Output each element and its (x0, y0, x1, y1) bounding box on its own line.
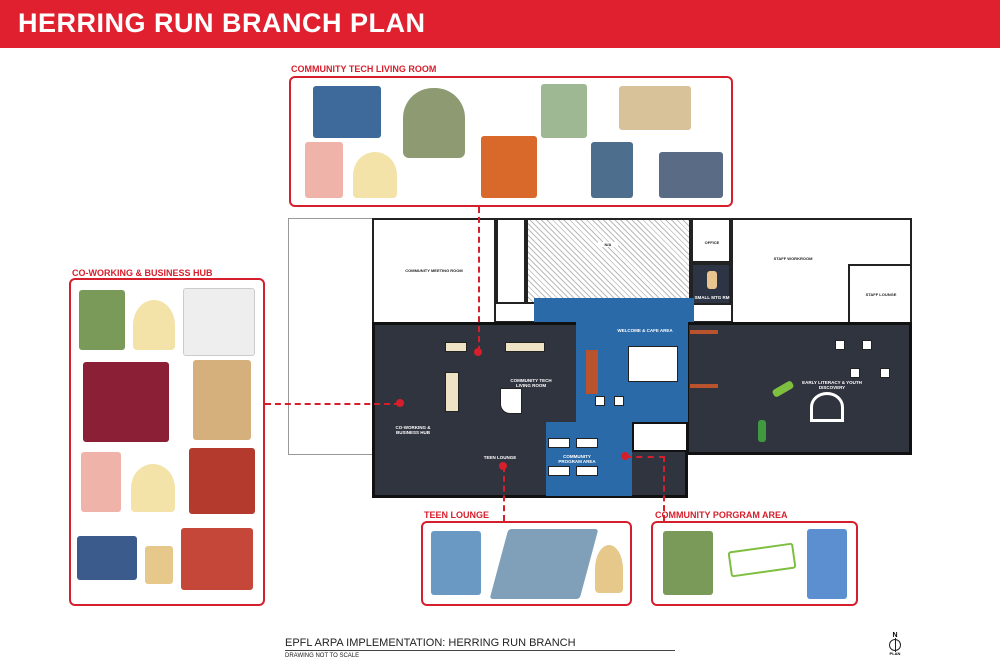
header-bar: HERRING RUN BRANCH PLAN (0, 0, 1000, 48)
cafe-table-image (131, 464, 175, 512)
zone-label-tech: COMMUNITY TECH LIVING ROOM (291, 64, 437, 74)
cowork-furniture-board (69, 278, 265, 606)
desk (445, 372, 459, 412)
teen-furniture-board (421, 521, 632, 606)
connector-dot (621, 452, 629, 460)
north-label: N (892, 632, 898, 639)
zone-label-program: COMMUNITY PORGRAM AREA (655, 510, 788, 520)
blue-chair-image (431, 531, 481, 595)
cafe-table (614, 396, 624, 406)
kids-table (850, 368, 860, 378)
green-chair-image (79, 290, 125, 350)
meeting-table (707, 271, 717, 289)
zone-label-cowork: CO-WORKING & BUSINESS HUB (72, 268, 213, 278)
north-circle (889, 638, 901, 652)
flip-table-image (727, 542, 797, 578)
tech-furniture-board (289, 76, 733, 207)
modular-bench-image (489, 529, 599, 599)
entry-vestibule (632, 422, 688, 452)
whiteboard-cart-image (183, 288, 255, 356)
program-table (548, 466, 570, 476)
label-teen-room: TEEN LOUNGE (483, 455, 517, 460)
entry-corridor (534, 298, 694, 324)
label-welcome: WELCOME & CAFE AREA (617, 328, 673, 333)
green-chair-image (663, 531, 713, 595)
cafe-table-image (133, 300, 175, 350)
program-furniture-board (651, 521, 858, 606)
accent-stripe (690, 330, 718, 334)
room-office: OFFICE (691, 218, 731, 263)
kids-table (835, 340, 845, 350)
curved-sofa (500, 388, 522, 414)
side-table-image (145, 546, 173, 584)
footer-rule (285, 650, 675, 651)
pink-chair-image (305, 142, 343, 198)
room-meeting: COMMUNITY MEETING ROOM (372, 218, 496, 324)
work-pod-image (193, 360, 251, 440)
connector-program (625, 456, 665, 521)
accent-stripe (690, 384, 718, 388)
lounge-pod-image (313, 86, 381, 138)
page-title: HERRING RUN BRANCH PLAN (18, 8, 426, 38)
standing-desk-image (619, 86, 691, 130)
label-early-literacy: EARLY LITERACY & YOUTH DISCOVERY (802, 380, 862, 390)
label-tech-room: COMMUNITY TECH LIVING ROOM (510, 378, 552, 388)
pink-chair-image (81, 452, 121, 512)
study-carrel-image (189, 448, 255, 514)
green-chair-image (541, 84, 587, 138)
phone-booth-image (83, 362, 169, 442)
kids-table (880, 368, 890, 378)
blue-chair-image (591, 142, 633, 198)
footer-title: EPFL ARPA IMPLEMENTATION: HERRING RUN BR… (285, 637, 576, 649)
plan-label: PLAN (889, 651, 901, 656)
connector-dot (499, 462, 507, 470)
room-small-meeting: SMALL MTG RM (691, 263, 731, 305)
footer-subtitle: DRAWING NOT TO SCALE (285, 653, 360, 659)
side-table-image (595, 545, 623, 593)
connector-tech (478, 207, 480, 352)
program-area-floor (546, 422, 632, 496)
room-na: N/A (526, 218, 691, 304)
cafe-table (595, 396, 605, 406)
privacy-booth-image (181, 528, 253, 590)
service-desk (628, 346, 678, 382)
label-program-room: COMMUNITY PROGRAM AREA (558, 454, 596, 464)
north-arrow-icon: N PLAN (887, 632, 903, 656)
accent-stripe (586, 350, 598, 394)
nook-chair-image (403, 88, 465, 158)
room-staff-lounge: STAFF LOUNGE (848, 264, 912, 324)
kids-table (862, 340, 872, 350)
connector-dot (474, 348, 482, 356)
mobile-partition-image (807, 529, 847, 599)
program-table (548, 438, 570, 448)
cafe-table-image (353, 152, 397, 198)
program-table (576, 466, 598, 476)
connector-teen (503, 466, 505, 521)
exterior-patio (288, 218, 372, 455)
room-storage (496, 218, 526, 304)
program-table (576, 438, 598, 448)
connector-dot (396, 399, 404, 407)
desk (445, 342, 467, 352)
label-cowork-room: CO-WORKING & BUSINESS HUB (395, 425, 431, 435)
green-bench (758, 420, 766, 442)
connector-cowork (265, 403, 400, 405)
zone-label-teen: TEEN LOUNGE (424, 510, 490, 520)
desk (505, 342, 545, 352)
desk-image (659, 152, 723, 198)
loveseat-image (77, 536, 137, 580)
curved-bench (810, 392, 844, 422)
floor-east (686, 322, 912, 455)
laptop-table-image (481, 136, 537, 198)
